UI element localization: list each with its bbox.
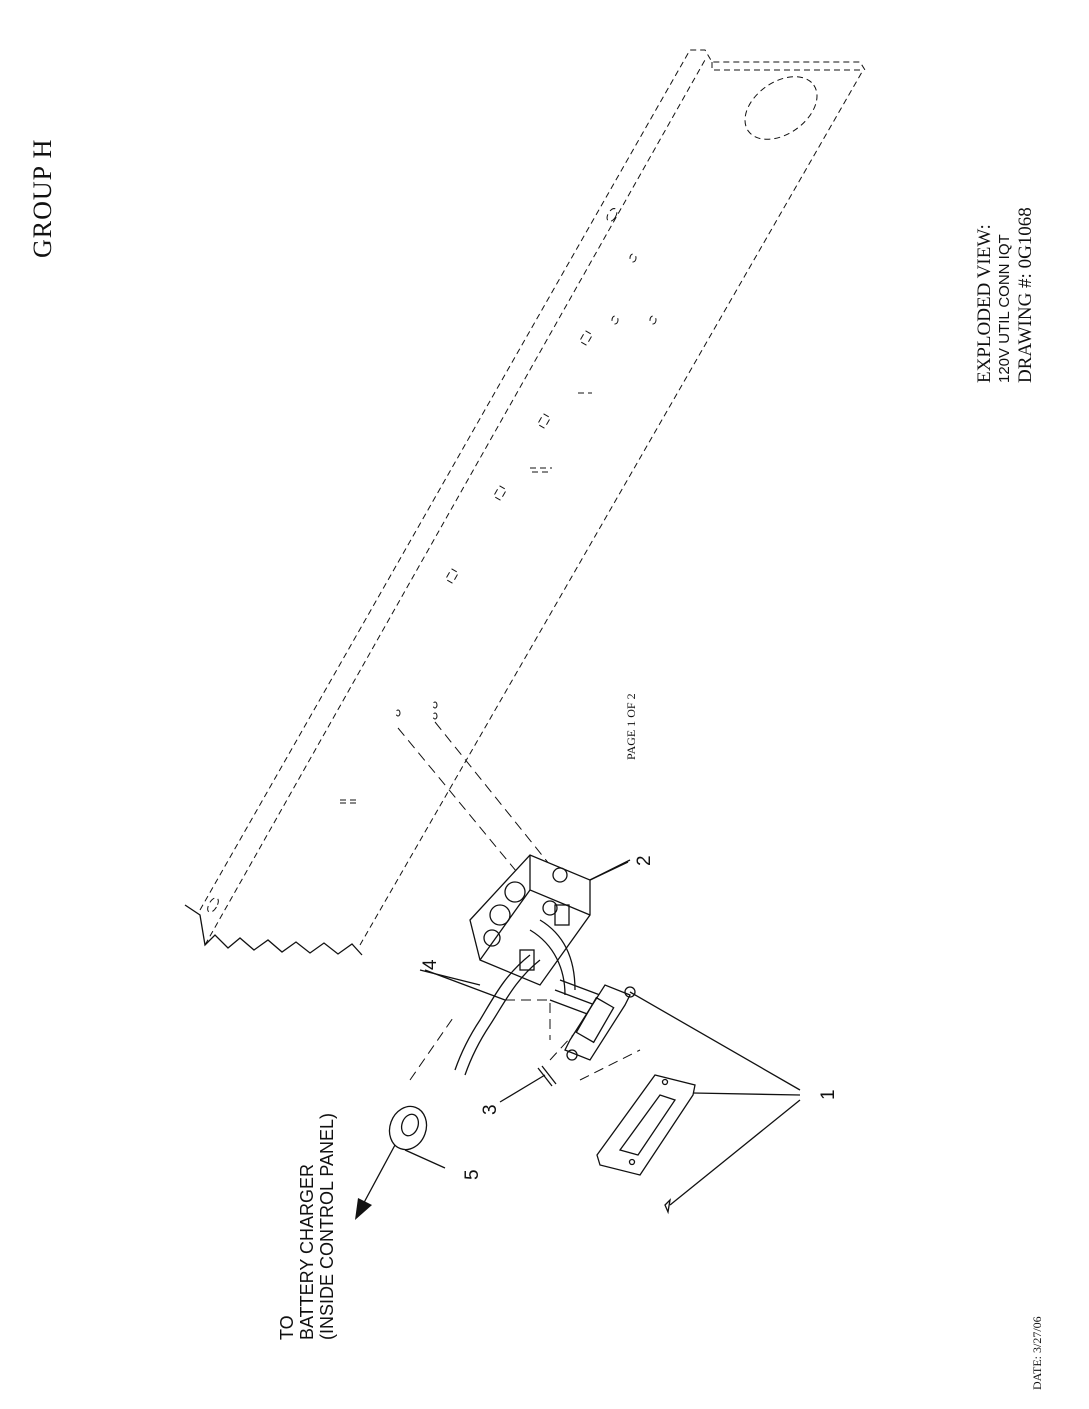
callout-line-1: TO [278, 1315, 296, 1340]
view-subtitle: 120V UTIL CONN IQT [996, 234, 1013, 383]
part-label-4: 4 [420, 959, 442, 970]
part-label-2: 2 [634, 855, 656, 866]
drawing-number: DRAWING #: 0G1068 [1016, 207, 1035, 383]
direction-arrow [355, 1145, 395, 1220]
screw [500, 1066, 556, 1102]
cover-plate [597, 1075, 800, 1212]
mounting-rail [185, 50, 865, 955]
grommet [384, 1101, 445, 1168]
part-label-1: 1 [818, 1089, 840, 1100]
part-label-3: 3 [480, 1104, 502, 1115]
view-title: EXPLODED VIEW: [975, 224, 994, 383]
group-title: GROUP H [28, 139, 58, 258]
callout-line-3: (INSIDE CONTROL PANEL) [318, 1113, 336, 1340]
gfci-receptacle [565, 985, 800, 1090]
date-label: DATE: 3/27/06 [1030, 1316, 1045, 1390]
callout-line-2: BATTERY CHARGER [298, 1164, 316, 1340]
part-label-5: 5 [462, 1169, 484, 1180]
page-number: PAGE 1 OF 2 [624, 693, 639, 760]
junction-box [470, 855, 630, 985]
